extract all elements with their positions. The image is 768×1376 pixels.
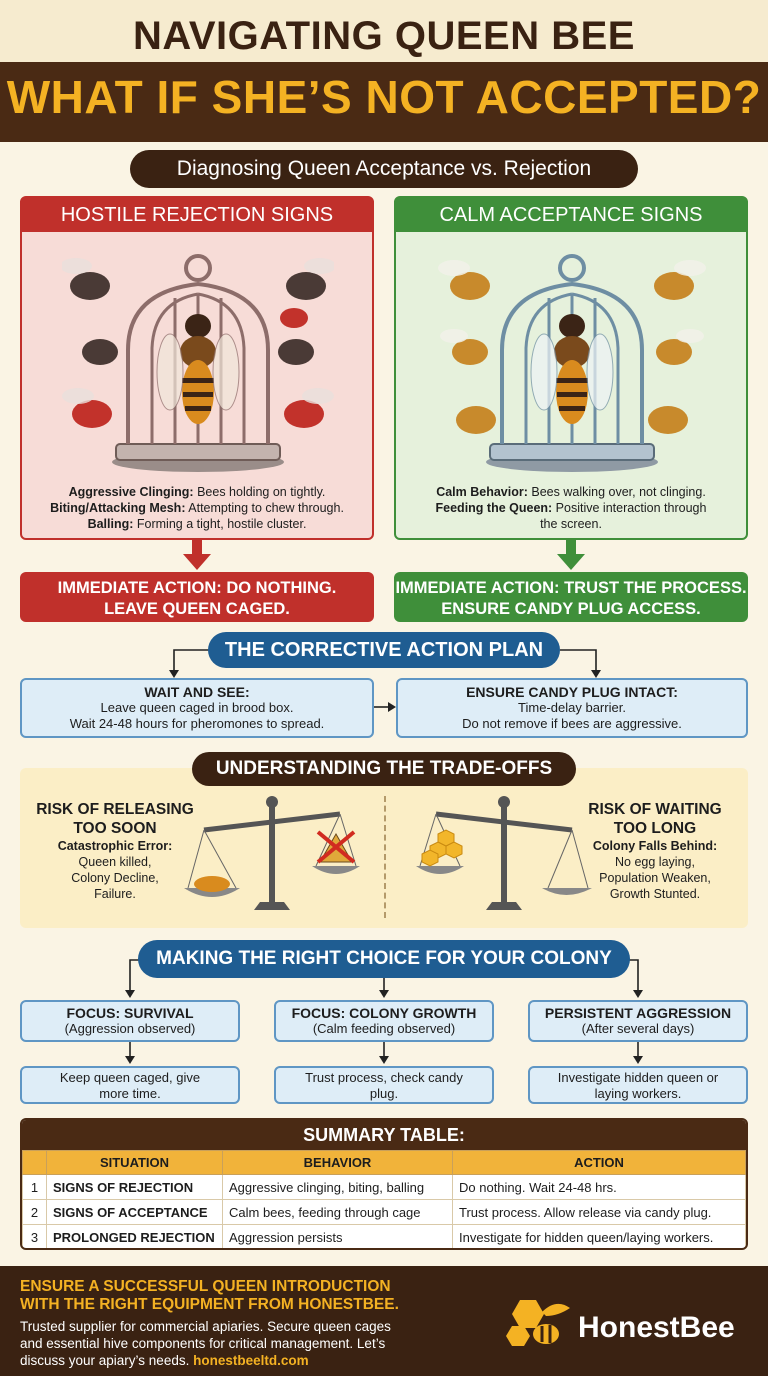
- hostile-immediate-action: IMMEDIATE ACTION: DO NOTHING.LEAVE QUEEN…: [20, 572, 374, 622]
- row-number: 1: [22, 1174, 47, 1200]
- scale-releasing-illustration: [184, 796, 360, 910]
- hostile-panel: HOSTILE REJECTION SIGNS Aggres: [20, 196, 374, 540]
- hostile-panel-title: HOSTILE REJECTION SIGNS: [22, 198, 372, 232]
- column-header: [22, 1150, 47, 1175]
- action-cell: Do nothing. Wait 24-48 hrs.: [452, 1174, 746, 1200]
- calm-immediate-action: IMMEDIATE ACTION: TRUST THE PROCESS.ENSU…: [394, 572, 748, 622]
- corrective-connectors: [169, 649, 601, 678]
- situation-cell: SIGNS OF REJECTION: [46, 1174, 223, 1200]
- scale-waiting-illustration: [416, 796, 592, 910]
- table-row: 2 SIGNS OF ACCEPTANCE Calm bees, feeding…: [22, 1199, 746, 1225]
- summary-table-grid: SITUATION BEHAVIOR ACTION 1 SIGNS OF REJ…: [22, 1150, 746, 1248]
- table-header-row: SITUATION BEHAVIOR ACTION: [22, 1150, 746, 1175]
- action-cell: Trust process. Allow release via candy p…: [452, 1199, 746, 1225]
- website-link[interactable]: honestbeeltd.com: [193, 1353, 309, 1368]
- calm-sign: Calm Behavior: Bees walking over, not cl…: [436, 485, 706, 499]
- calm-sign: the screen.: [540, 517, 602, 531]
- caged-queen-calm-illustration: [438, 254, 706, 472]
- brand-name: HonestBee: [578, 1311, 735, 1344]
- calm-panel-title: CALM ACCEPTANCE SIGNS: [396, 198, 746, 232]
- action-cell: Investigate for hidden queen/laying work…: [452, 1224, 746, 1248]
- calm-signs-list: Calm Behavior: Bees walking over, not cl…: [400, 484, 742, 532]
- table-row: 3 PROLONGED REJECTION Aggression persist…: [22, 1224, 746, 1248]
- calm-sign: Feeding the Queen: Positive interaction …: [435, 501, 707, 515]
- situation-cell: PROLONGED REJECTION: [46, 1224, 223, 1248]
- hostile-sign: Balling: Forming a tight, hostile cluste…: [87, 517, 307, 531]
- footer-headline: ENSURE A SUCCESSFUL QUEEN INTRODUCTION W…: [20, 1278, 399, 1313]
- right-arrow-icon: [374, 702, 396, 712]
- table-row: 1 SIGNS OF REJECTION Aggressive clinging…: [22, 1174, 746, 1200]
- column-header: BEHAVIOR: [222, 1150, 453, 1175]
- choice-title: MAKING THE RIGHT CHOICE FOR YOUR COLONY: [138, 940, 630, 978]
- option-colony-growth: FOCUS: COLONY GROWTH(Calm feeding observ…: [274, 1000, 494, 1042]
- behavior-cell: Aggression persists: [222, 1224, 453, 1248]
- row-number: 3: [22, 1224, 47, 1248]
- hostile-sign: Biting/Attacking Mesh: Attempting to che…: [50, 501, 344, 515]
- calm-down-arrow-icon: [557, 540, 585, 570]
- footer-description: Trusted supplier for commercial apiaries…: [20, 1319, 391, 1368]
- risk-waiting-text: RISK OF WAITING TOO LONG Colony Falls Be…: [588, 801, 722, 901]
- header: NAVIGATING QUEEN BEE INTRODUCTION: WHAT …: [0, 0, 768, 142]
- situation-cell: SIGNS OF ACCEPTANCE: [46, 1199, 223, 1225]
- choice-down-arrows: [125, 1042, 643, 1064]
- summary-table: SUMMARY TABLE: SITUATION BEHAVIOR ACTION…: [20, 1118, 748, 1250]
- hostile-down-arrow-icon: [183, 540, 211, 570]
- honestbee-logo-icon: [506, 1300, 570, 1346]
- title-line-2: WHAT IF SHE’S NOT ACCEPTED?: [6, 71, 762, 123]
- diagnosing-title: Diagnosing Queen Acceptance vs. Rejectio…: [130, 150, 638, 188]
- calm-panel: CALM ACCEPTANCE SIGNS Calm Behavior: Bee…: [394, 196, 748, 540]
- risk-releasing-text: RISK OF RELEASING TOO SOON Catastrophic …: [36, 801, 194, 901]
- column-header: SITUATION: [46, 1150, 223, 1175]
- hostile-signs-list: Aggressive Clinging: Bees holding on tig…: [26, 484, 368, 532]
- column-header: ACTION: [452, 1150, 746, 1175]
- title-band: [0, 62, 768, 142]
- wait-and-see-box: WAIT AND SEE: Leave queen caged in brood…: [20, 678, 374, 738]
- option-survival: FOCUS: SURVIVAL(Aggression observed): [20, 1000, 240, 1042]
- summary-table-title: SUMMARY TABLE:: [22, 1120, 746, 1150]
- row-number: 2: [22, 1199, 47, 1225]
- hostile-sign: Aggressive Clinging: Bees holding on tig…: [68, 485, 326, 499]
- footer: [0, 1266, 768, 1376]
- tradeoffs-divider: [384, 796, 386, 918]
- tradeoffs-title: UNDERSTANDING THE TRADE-OFFS: [192, 752, 576, 786]
- behavior-cell: Calm bees, feeding through cage: [222, 1199, 453, 1225]
- behavior-cell: Aggressive clinging, biting, balling: [222, 1174, 453, 1200]
- corrective-plan-title: THE CORRECTIVE ACTION PLAN: [208, 632, 560, 668]
- candy-plug-box: ENSURE CANDY PLUG INTACT: Time-delay bar…: [396, 678, 748, 738]
- caged-queen-hostile-illustration: [62, 254, 334, 472]
- option-persistent-aggression: PERSISTENT AGGRESSION(After several days…: [528, 1000, 748, 1042]
